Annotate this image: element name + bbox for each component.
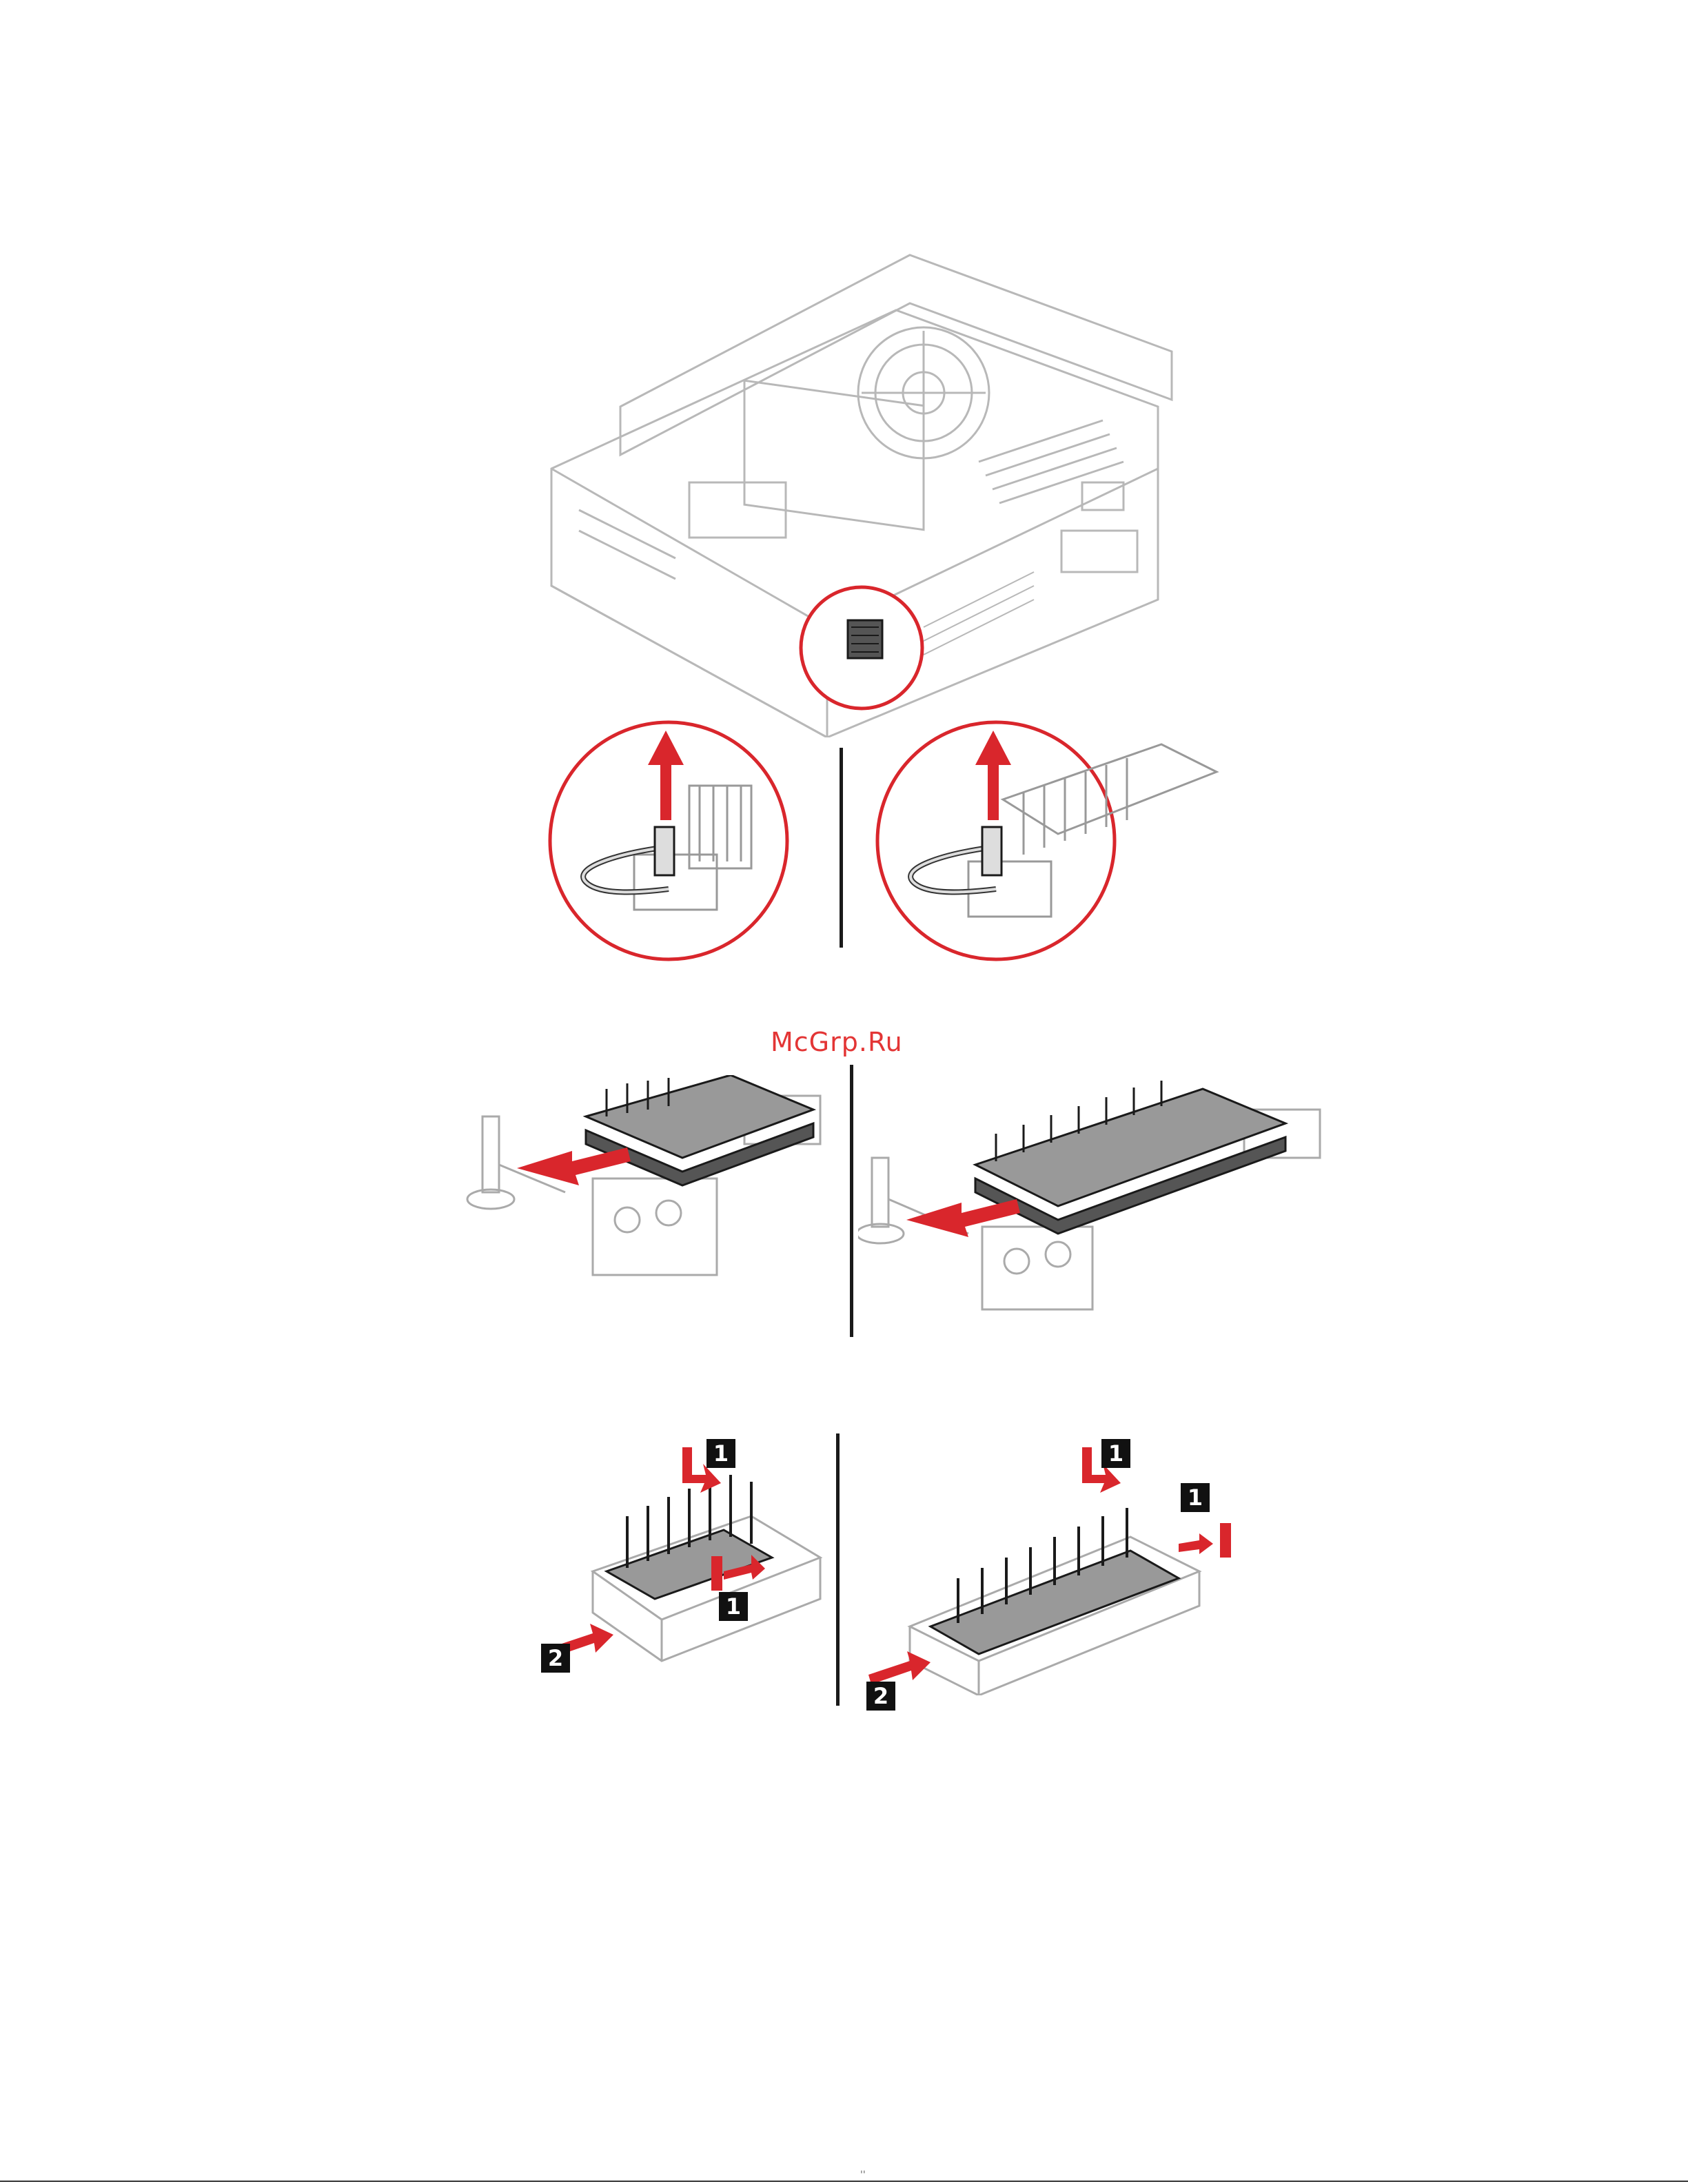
divider-fig3 — [836, 1433, 840, 1706]
clip-removal-right — [855, 1433, 1241, 1695]
callout-left-mid: 1 — [719, 1592, 748, 1621]
zoom-circle-left — [545, 717, 834, 965]
divider-fig1 — [840, 748, 843, 948]
callout-right-bottom: 2 — [866, 1682, 895, 1711]
zoom-circle-right — [872, 717, 1230, 965]
callout-right-side: 1 — [1181, 1483, 1210, 1512]
clip-removal-left — [524, 1433, 841, 1682]
chassis-illustration — [538, 241, 1213, 737]
watermark: McGrp.Ru — [771, 1027, 903, 1057]
callout-right-top: 1 — [1101, 1439, 1130, 1468]
callout-left-bottom: 2 — [541, 1644, 570, 1673]
divider-fig2 — [850, 1065, 853, 1337]
footer-mark: '' — [860, 2170, 866, 2181]
heatsink-slide-right — [858, 1075, 1327, 1323]
footer-rule — [0, 2181, 1688, 2182]
callout-left-top: 1 — [706, 1439, 735, 1468]
heatsink-slide-left — [455, 1075, 841, 1303]
